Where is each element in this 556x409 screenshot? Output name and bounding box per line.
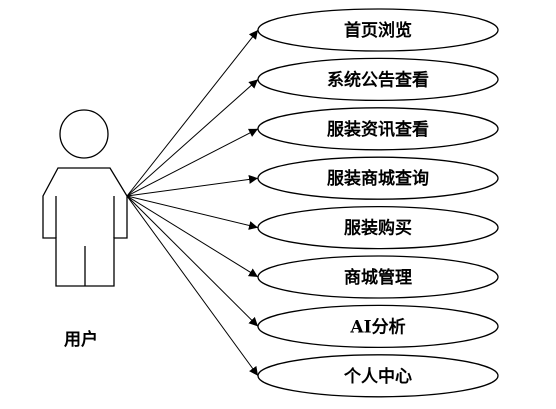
use-case: 服装购买 bbox=[257, 205, 499, 250]
association-arrow bbox=[126, 79, 259, 197]
use-case-ellipse bbox=[257, 205, 499, 250]
use-case-ellipse bbox=[257, 8, 499, 52]
use-case-ellipse bbox=[257, 107, 499, 151]
use-case-ellipse bbox=[257, 156, 499, 200]
association-lines bbox=[126, 29, 259, 377]
association-arrow bbox=[126, 195, 259, 327]
use-case-label: AI分析 bbox=[349, 316, 405, 337]
use-case: AI分析 bbox=[257, 304, 499, 349]
actor-body bbox=[42, 167, 128, 287]
association-arrow bbox=[126, 174, 259, 197]
association-arrow bbox=[126, 195, 259, 278]
use-case-label: 服装商城查询 bbox=[327, 168, 429, 189]
use-case: 系统公告查看 bbox=[257, 57, 499, 102]
actor-head bbox=[59, 109, 109, 159]
association-arrow bbox=[126, 195, 259, 230]
use-case: 首页浏览 bbox=[257, 8, 499, 52]
use-case-ellipse bbox=[257, 354, 499, 398]
use-case-label: 商城管理 bbox=[344, 267, 412, 288]
use-case-ellipse bbox=[257, 57, 499, 102]
use-case: 商城管理 bbox=[257, 255, 499, 299]
use-case-label: 服装资讯查看 bbox=[327, 119, 429, 140]
actor-label: 用户 bbox=[64, 329, 98, 350]
use-case: 个人中心 bbox=[257, 354, 499, 398]
use-case: 服装资讯查看 bbox=[257, 107, 499, 151]
use-case-label: 首页浏览 bbox=[344, 20, 412, 41]
use-case: 服装商城查询 bbox=[257, 156, 499, 200]
use-case-label: 个人中心 bbox=[343, 366, 412, 387]
actor-figure bbox=[42, 109, 128, 287]
association-arrow bbox=[126, 29, 259, 197]
use-case-label: 系统公告查看 bbox=[327, 69, 429, 90]
use-case-label: 服装购买 bbox=[344, 218, 412, 239]
use-case-ellipse bbox=[257, 304, 499, 349]
use-case-ellipse bbox=[257, 255, 499, 299]
association-arrow bbox=[126, 128, 259, 197]
association-arrow bbox=[126, 195, 259, 377]
